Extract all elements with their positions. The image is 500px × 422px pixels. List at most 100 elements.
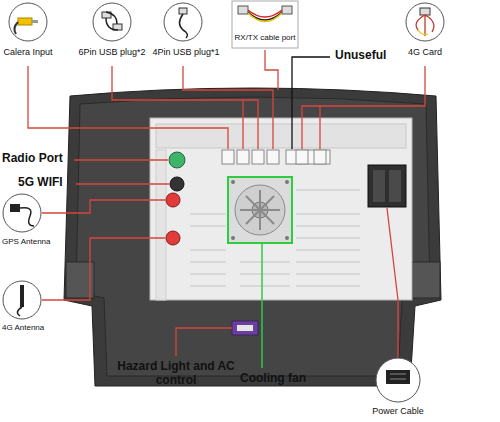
part-label: 4G Card <box>408 47 442 57</box>
usb4-icon <box>179 8 187 14</box>
stereo-chassis <box>296 286 360 287</box>
cooling-fan <box>235 185 285 235</box>
usb6-icon <box>106 12 118 30</box>
stereo-chassis <box>240 286 290 287</box>
part-label: Cooling fan <box>240 372 306 386</box>
harness-sockets <box>252 150 264 164</box>
part-label: Unuseful <box>335 49 386 63</box>
stereo-chassis <box>190 274 226 275</box>
dash-bezel <box>76 97 430 376</box>
leader-lines <box>183 66 273 149</box>
camera-icon <box>9 3 47 41</box>
rxtx-cable-photo <box>282 6 292 14</box>
usb4-icon <box>164 3 202 41</box>
stereo-chassis <box>296 226 360 227</box>
stereo-chassis <box>240 274 290 275</box>
leader-lines <box>74 159 168 160</box>
part-label: RX/TX cable port <box>235 33 296 42</box>
usb6-icon <box>93 3 131 41</box>
4g-antenna-icon <box>20 285 24 307</box>
cooling-fan <box>246 196 274 224</box>
power-cable-icon <box>376 358 420 402</box>
harness-sockets <box>222 150 330 164</box>
cooling-fan <box>240 190 280 230</box>
camera-icon <box>14 22 18 34</box>
harness-sockets <box>314 150 326 164</box>
usb4-icon <box>180 14 188 38</box>
antenna-ports <box>166 193 180 207</box>
4g-card-icon <box>420 8 430 15</box>
rxtx-cable-photo <box>238 6 248 14</box>
4g-card-icon <box>406 3 444 41</box>
harness-sockets <box>222 150 234 164</box>
leader-lines <box>28 50 425 357</box>
dash-bezel <box>64 88 441 386</box>
stereo-chassis <box>296 250 360 251</box>
harness-sockets <box>237 150 249 164</box>
harness-sockets <box>296 150 308 164</box>
antenna-ports <box>170 177 184 191</box>
stereo-chassis <box>296 214 360 215</box>
leader-lines <box>319 106 320 149</box>
stereo-chassis <box>190 286 226 287</box>
part-label: Power Cable <box>372 406 424 416</box>
stereo-chassis <box>190 226 226 227</box>
leader-lines <box>265 50 278 90</box>
part-label: 6Pin USB plug*2 <box>78 47 145 57</box>
leader-lines <box>76 183 169 184</box>
cooling-fan <box>228 177 292 243</box>
cooling-fan <box>285 236 289 240</box>
power-socket <box>368 165 406 207</box>
part-label: 5G WIFI <box>18 176 63 190</box>
power-socket <box>368 165 406 207</box>
power-cable-icon <box>376 358 420 402</box>
rxtx-cable-photo <box>232 1 298 48</box>
leader-lines <box>42 238 165 300</box>
stereo-chassis <box>296 238 360 239</box>
antenna-ports <box>166 152 185 245</box>
harness-sockets <box>286 150 330 164</box>
stereo-chassis <box>296 262 360 263</box>
stereo-chassis <box>150 118 412 300</box>
part-label: Hazard Light and AC control <box>117 360 235 388</box>
stereo-chassis <box>190 262 226 263</box>
leader-lines <box>112 66 243 149</box>
part-label: Radio Port <box>2 152 63 166</box>
stereo-chassis <box>190 214 226 215</box>
rxtx-cable-photo <box>232 1 298 48</box>
gps-antenna-icon <box>10 204 20 212</box>
rxtx-cable-photo <box>248 12 282 20</box>
camera-icon <box>18 18 32 25</box>
hazard-ac-plug <box>237 325 253 331</box>
stereo-chassis <box>296 274 360 275</box>
cooling-fan <box>231 236 235 240</box>
power-socket <box>373 170 385 202</box>
usb4-icon <box>164 3 202 41</box>
power-cable-icon <box>386 370 410 384</box>
cooling-fan <box>246 196 274 224</box>
cooling-fan <box>231 180 235 184</box>
stereo-chassis <box>156 150 166 300</box>
4g-card-icon <box>416 15 434 36</box>
leader-lines <box>302 66 425 149</box>
4g-card-icon <box>418 30 428 35</box>
leader-lines <box>387 208 398 357</box>
leader-lines <box>42 200 165 213</box>
dash-bezel <box>412 262 440 298</box>
harness-sockets <box>267 150 279 164</box>
gps-antenna-icon <box>20 208 34 226</box>
stereo-chassis <box>240 262 290 263</box>
leader-line <box>261 243 263 368</box>
stereo-chassis <box>190 250 226 251</box>
power-cable-icon <box>390 374 406 375</box>
camera-icon <box>32 20 38 23</box>
antenna-ports <box>169 152 185 168</box>
leader-lines <box>243 100 258 149</box>
dash-bezel <box>64 88 441 386</box>
leader-lines <box>28 66 228 149</box>
4g-antenna-icon <box>3 281 41 319</box>
hazard-ac-plug <box>232 321 258 335</box>
